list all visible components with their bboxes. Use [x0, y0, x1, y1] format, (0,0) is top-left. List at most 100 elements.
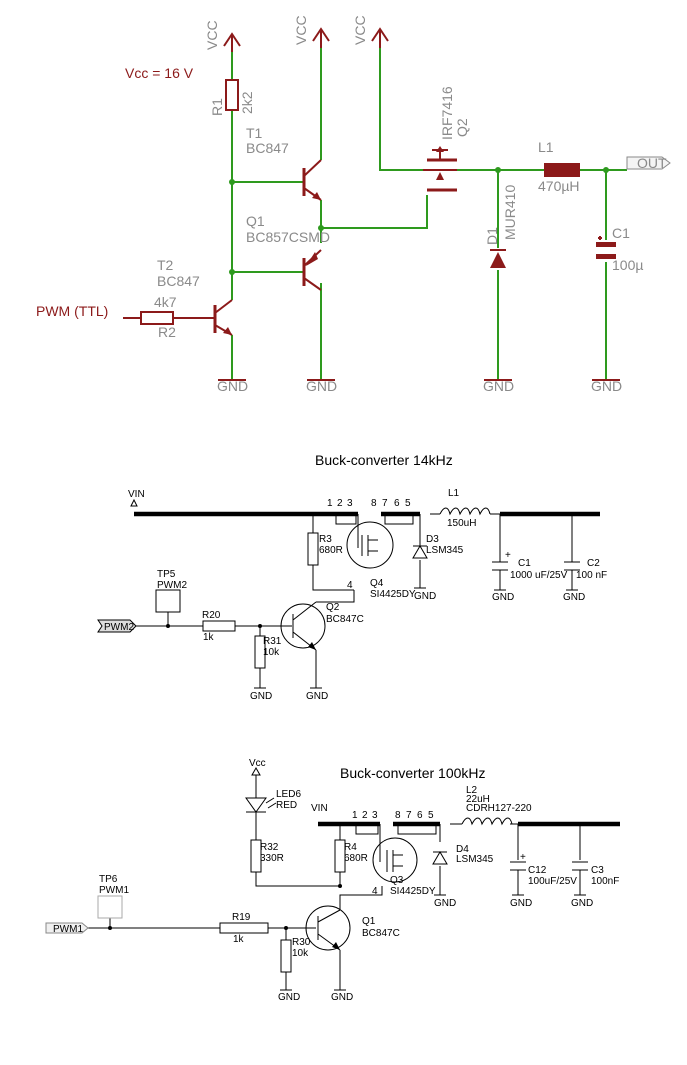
l1-ref: L1 — [538, 139, 554, 155]
pin-label: 6 — [394, 498, 400, 509]
d4-ref: D4 — [456, 844, 469, 855]
wire-net — [136, 513, 573, 688]
gnd-label: GND — [278, 992, 300, 1003]
vcc-arrow — [251, 766, 261, 798]
gnd-symbols — [254, 587, 578, 689]
out-label: OUT — [637, 155, 667, 171]
gnd-label: GND — [434, 898, 456, 909]
r20-value: 1k — [203, 632, 215, 643]
pwm1-label: PWM1 — [53, 924, 83, 935]
d1-type: MUR410 — [502, 185, 518, 240]
junction — [108, 926, 112, 930]
tp6-net: PWM1 — [99, 885, 129, 896]
r31-ref: R31 — [263, 636, 282, 647]
resistor-r31 — [254, 635, 266, 669]
transistor-q1 — [305, 905, 351, 951]
resistor-r30 — [280, 939, 292, 973]
pin-label: 2 — [362, 810, 368, 821]
pin-label: 8 — [371, 498, 377, 509]
pin-label: 5 — [428, 810, 434, 821]
pwm1-port — [45, 922, 89, 934]
mosfet-q4 — [335, 514, 414, 569]
r19-value: 1k — [233, 934, 245, 945]
l1-value: 470µH — [538, 178, 580, 194]
transistor-t2 — [213, 299, 233, 336]
q3-type: SI4425DY — [390, 886, 436, 897]
diode-d1 — [490, 249, 506, 268]
resistor-r2 — [140, 311, 174, 325]
resistor-r19 — [219, 922, 269, 934]
gnd-label: GND — [492, 592, 514, 603]
t2-ref: T2 — [157, 257, 174, 273]
vcc-label: VCC — [293, 15, 309, 45]
vcc-symbols — [223, 27, 389, 52]
q2-ref: Q2 — [454, 118, 470, 137]
vin-arrow — [130, 498, 138, 507]
led6-ref: LED6 — [276, 789, 301, 800]
vcc-label: Vcc — [249, 758, 266, 769]
r30-value: 10k — [292, 948, 309, 959]
schematic-buck-100khz: Buck-converter 100kHz Vcc LED6 RED VIN 1… — [45, 758, 620, 1003]
r4-value: 680R — [344, 853, 368, 864]
c12-plus: + — [520, 852, 526, 863]
gnd-label: GND — [510, 898, 532, 909]
pin-label: 1 — [352, 810, 358, 821]
diode-d3 — [412, 545, 428, 559]
c1-plus: + — [505, 550, 511, 561]
q3-ref: Q3 — [390, 875, 404, 886]
c3-value: 100nF — [591, 876, 619, 887]
r32-ref: R32 — [260, 842, 279, 853]
l1-ref: L1 — [448, 488, 460, 499]
c12-ref: C12 — [528, 865, 547, 876]
pin-label: 1 — [327, 498, 333, 509]
gnd-label: GND — [591, 378, 622, 394]
resistor-r4 — [334, 839, 346, 873]
q1-ref: Q1 — [362, 916, 376, 927]
c1-value: 1000 uF/25V — [510, 570, 568, 581]
junction — [284, 926, 288, 930]
pwm-ttl-input: PWM (TTL) — [36, 303, 108, 319]
pin-label: 6 — [417, 810, 423, 821]
title-14khz: Buck-converter 14kHz — [315, 452, 453, 468]
c2-ref: C2 — [587, 558, 600, 569]
l1-value: 150uH — [447, 518, 476, 529]
pwm2-label: PWM2 — [104, 622, 134, 633]
r3-ref: R3 — [319, 534, 332, 545]
gnd-label: GND — [563, 592, 585, 603]
capacitor-c1 — [492, 561, 508, 571]
r1-ref: R1 — [209, 98, 225, 116]
pin-label: 8 — [395, 810, 401, 821]
gnd-label: GND — [217, 378, 248, 394]
resistor-r32 — [250, 839, 262, 873]
r2-value: 4k7 — [154, 294, 177, 310]
gnd-label: GND — [250, 691, 272, 702]
resistor-r1 — [225, 79, 239, 111]
t1-ref: T1 — [246, 125, 263, 141]
t1-type: BC847 — [246, 140, 289, 156]
transistor-q2 — [280, 601, 326, 651]
d3-type: LSM345 — [426, 545, 464, 556]
q1-type: BC857CSMD — [246, 229, 330, 245]
c1-ref: C1 — [518, 558, 531, 569]
led6-color: RED — [276, 800, 297, 811]
q1-ref: Q1 — [246, 213, 265, 229]
pin-label: 2 — [337, 498, 343, 509]
vin-label: VIN — [128, 489, 145, 500]
capacitor-c3 — [572, 861, 588, 871]
vin-label: VIN — [311, 803, 328, 814]
c1-value: 100µ — [612, 257, 643, 273]
pin-label: 7 — [406, 810, 412, 821]
testpoint-tp6 — [97, 895, 123, 919]
capacitor-c1 — [596, 236, 616, 259]
title-100khz: Buck-converter 100kHz — [340, 765, 486, 781]
tp5-ref: TP5 — [157, 569, 176, 580]
diode-d4 — [432, 851, 448, 865]
transistor-t1 — [302, 159, 322, 201]
l2-ref: L2 — [466, 785, 478, 796]
c3-ref: C3 — [591, 865, 604, 876]
pin-label: 3 — [347, 498, 353, 509]
testpoint-tp5 — [155, 589, 181, 613]
d4-type: LSM345 — [456, 854, 494, 865]
junction — [166, 624, 170, 628]
pin-label: 5 — [405, 498, 411, 509]
